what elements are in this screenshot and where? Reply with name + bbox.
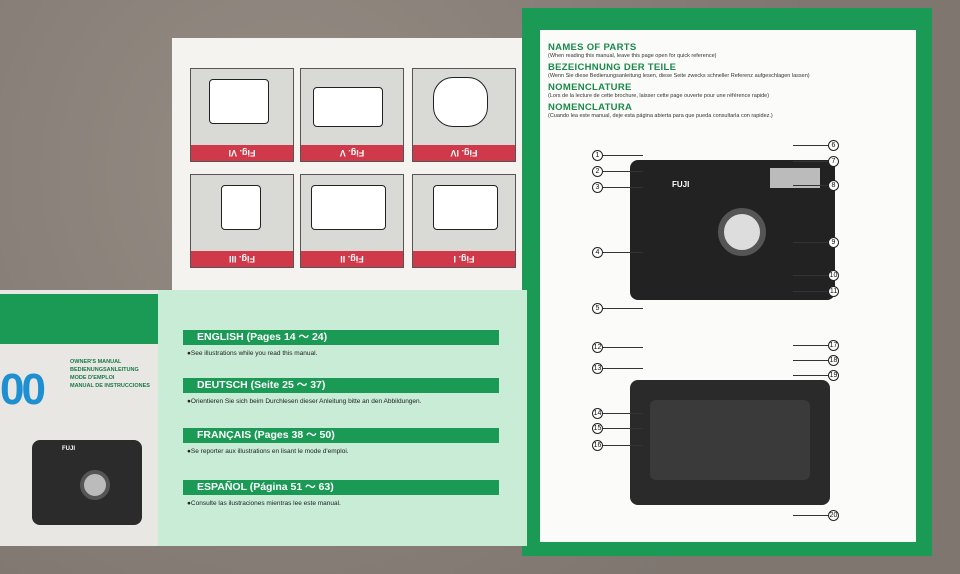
callout-7: 7 <box>828 156 839 167</box>
note-francais: ●Se reporter aux illustrations en lisant… <box>187 448 349 455</box>
callout-10: 10 <box>828 270 839 281</box>
callout-leader <box>793 242 828 243</box>
note-english: ●See illustrations while you read this m… <box>187 350 318 357</box>
callout-4: 4 <box>592 247 603 258</box>
callout-12: 12 <box>592 342 603 353</box>
lang-deutsch: DEUTSCH (Seite 25 ～ 37) <box>183 378 499 393</box>
cover-page: 00 OWNER'S MANUAL BEDIENUNGSANLEITUNG MO… <box>0 290 158 546</box>
heading-fr: NOMENCLATURE <box>548 82 632 93</box>
callout-17: 17 <box>828 340 839 351</box>
callout-leader <box>603 368 643 369</box>
callout-6: 6 <box>828 140 839 151</box>
cover-line: BEDIENUNGSANLEITUNG <box>70 367 139 373</box>
callout-18: 18 <box>828 355 839 366</box>
figure-1: Fig. I <box>412 174 516 268</box>
lang-espanol: ESPAÑOL (Página 51 ～ 63) <box>183 480 499 495</box>
subtitle-fr: (Lors de la lecture de cette brochure, l… <box>548 93 770 99</box>
brand-logo: FUJI <box>672 180 690 189</box>
callout-leader <box>793 360 828 361</box>
callout-leader <box>603 445 643 446</box>
callout-leader <box>603 413 643 414</box>
cover-camera-photo: FUJI <box>32 440 142 525</box>
figure-5: Fig. V <box>300 68 404 162</box>
cover-line: MODE D'EMPLOI <box>70 375 115 381</box>
callout-9: 9 <box>828 237 839 248</box>
callout-16: 16 <box>592 440 603 451</box>
cover-brand: FUJI <box>62 446 76 452</box>
callout-leader <box>603 187 643 188</box>
language-index-page: ENGLISH (Pages 14 ～ 24) ●See illustratio… <box>155 290 527 546</box>
callout-leader <box>793 185 828 186</box>
callout-leader <box>793 515 828 516</box>
model-number: 00 <box>0 365 46 414</box>
figure-3: Fig. III <box>190 174 294 268</box>
callout-8: 8 <box>828 180 839 191</box>
cover-band <box>0 294 158 344</box>
callout-leader <box>793 275 828 276</box>
callout-20: 20 <box>828 510 839 521</box>
subtitle-en: (When reading this manual, leave this pa… <box>548 53 717 59</box>
callout-leader <box>603 308 643 309</box>
subtitle-es: (Cuando lea este manual, deje esta págin… <box>548 113 773 119</box>
lang-francais: FRANÇAIS (Pages 38 ～ 50) <box>183 428 499 443</box>
callout-leader <box>603 155 643 156</box>
heading-es: NOMENCLATURA <box>548 102 633 113</box>
callout-leader <box>603 252 643 253</box>
lang-english: ENGLISH (Pages 14 ～ 24) <box>183 330 499 345</box>
cover-line: MANUAL DE INSTRUCCIONES <box>70 383 150 389</box>
callout-leader <box>603 171 643 172</box>
callout-15: 15 <box>592 423 603 434</box>
camera-front-diagram: FUJI <box>630 160 835 300</box>
callout-leader <box>793 345 828 346</box>
callout-1: 1 <box>592 150 603 161</box>
figure-4: Fig. IV <box>412 68 516 162</box>
callout-leader <box>793 291 828 292</box>
cover-lens <box>80 470 110 500</box>
camera-back-body <box>650 400 810 480</box>
names-of-parts-page: NAMES OF PARTS (When reading this manual… <box>522 8 932 556</box>
callout-leader <box>793 375 828 376</box>
cover-titles: OWNER'S MANUAL BEDIENUNGSANLEITUNG MODE … <box>70 358 150 390</box>
subtitle-de: (Wenn Sie diese Bedienungsanleitung lese… <box>548 73 810 79</box>
cover-line: OWNER'S MANUAL <box>70 359 122 365</box>
callout-3: 3 <box>592 182 603 193</box>
illustration-page: Fig. VI Fig. V Fig. IV Fig. III Fig. II … <box>172 38 526 292</box>
callout-19: 19 <box>828 370 839 381</box>
callout-13: 13 <box>592 363 603 374</box>
callout-leader <box>793 161 828 162</box>
callout-leader <box>603 347 643 348</box>
callout-5: 5 <box>592 303 603 314</box>
callout-leader <box>793 145 828 146</box>
callout-leader <box>603 428 643 429</box>
callout-14: 14 <box>592 408 603 419</box>
callout-2: 2 <box>592 166 603 177</box>
figure-6: Fig. VI <box>190 68 294 162</box>
camera-back-diagram <box>630 380 830 505</box>
figure-2: Fig. II <box>300 174 404 268</box>
viewfinder <box>770 168 820 188</box>
lens <box>718 208 766 256</box>
heading-en: NAMES OF PARTS <box>548 42 637 53</box>
note-deutsch: ●Orientieren Sie sich beim Durchlesen di… <box>187 398 422 405</box>
note-espanol: ●Consulte las ilustraciones mientras lee… <box>187 500 341 507</box>
heading-de: BEZEICHNUNG DER TEILE <box>548 62 677 73</box>
callout-11: 11 <box>828 286 839 297</box>
